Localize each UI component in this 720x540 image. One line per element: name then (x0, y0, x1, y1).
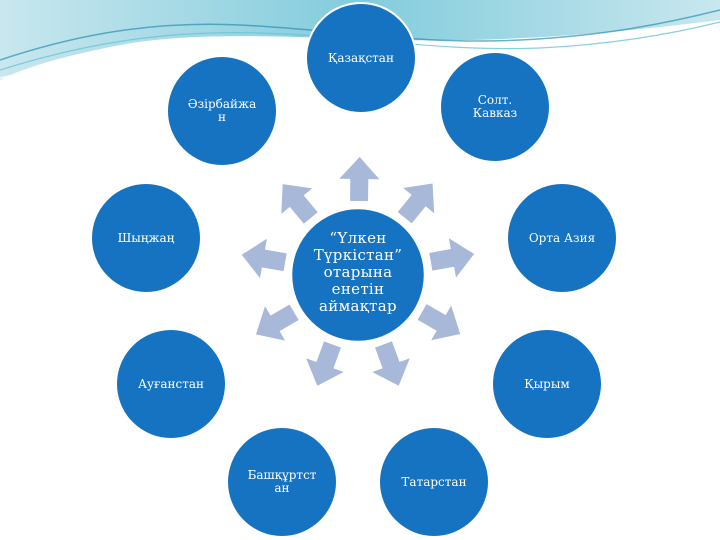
arrow-to-crimea (417, 304, 461, 341)
node-label-xinjiang: Шыңжаң (117, 230, 175, 245)
node-label-tatarstan: Татарстан (401, 474, 467, 489)
arrow-to-bashkortostan (306, 341, 344, 386)
node-circle-afghanistan (115, 328, 227, 440)
node-label-crimea: Қырым (524, 376, 570, 391)
node-label-bashkortostan: Башқұртст ан (247, 468, 317, 495)
node-circle-azerbaijan (166, 55, 278, 167)
node-circle-crimea (491, 328, 603, 440)
node-label-central-asia: Орта Азия (528, 230, 596, 245)
nodes-layer (90, 2, 618, 538)
arrow-to-kazakhstan (339, 157, 380, 202)
node-circle-xinjiang (90, 182, 202, 294)
node-label-azerbaijan: Әзірбайжа н (187, 97, 257, 124)
node-label-north-caucasus: Солт. Кавказ (472, 93, 518, 120)
node-circle-tatarstan (378, 426, 490, 538)
arrow-to-azerbaijan (281, 184, 318, 224)
node-circle-central-asia (506, 182, 618, 294)
node-circle-north-caucasus (439, 51, 551, 163)
arrow-to-central-asia (429, 238, 475, 278)
node-label-kazakhstan: Қазақстан (328, 50, 394, 65)
arrow-to-north-caucasus (397, 183, 435, 224)
center-node (289, 206, 427, 344)
arrow-to-afghanistan (256, 304, 299, 341)
arrows-layer (241, 157, 475, 386)
node-label-afghanistan: Ауғанстан (137, 376, 205, 391)
arrow-to-tatarstan (372, 341, 410, 386)
center-node-label: “Үлкен Түркістан” отарына енетін аймақта… (313, 228, 403, 315)
node-circle-kazakhstan (305, 2, 417, 114)
arrow-to-xinjiang (241, 238, 287, 279)
node-circle-bashkortostan (226, 426, 338, 538)
